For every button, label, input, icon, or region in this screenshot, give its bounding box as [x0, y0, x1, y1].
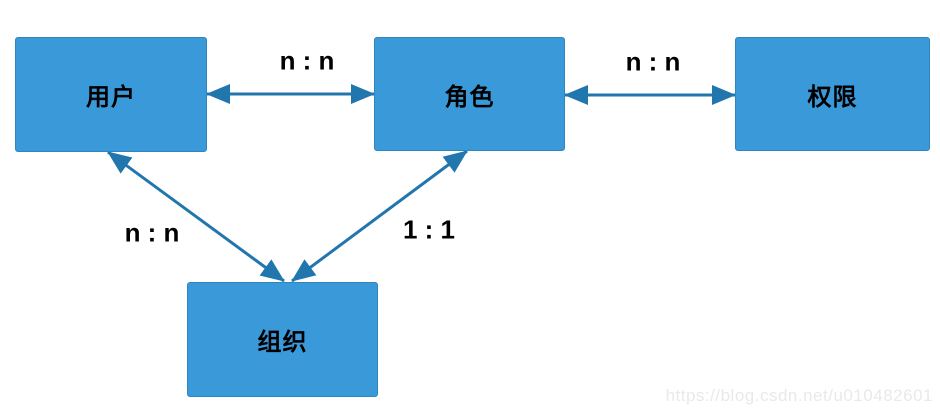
node-role-label: 角色 [444, 83, 495, 111]
node-role: 角色 [374, 37, 565, 151]
node-user: 用户 [15, 37, 207, 152]
edge-user-organization [107, 150, 285, 283]
edge-label-role-permission: n : n [625, 46, 681, 77]
node-permission: 权限 [735, 37, 930, 151]
node-organization: 组织 [187, 282, 378, 397]
node-permission-label: 权限 [807, 83, 858, 111]
edge-label-user-organization: n : n [124, 217, 180, 248]
edge-label-role-organization: 1 : 1 [402, 214, 456, 245]
node-organization-label: 组织 [257, 329, 308, 356]
edge-label-user-role: n : n [279, 45, 335, 76]
node-user-label: 用户 [86, 84, 136, 111]
watermark-text: https://blog.csdn.net/u010482601 [665, 386, 933, 405]
